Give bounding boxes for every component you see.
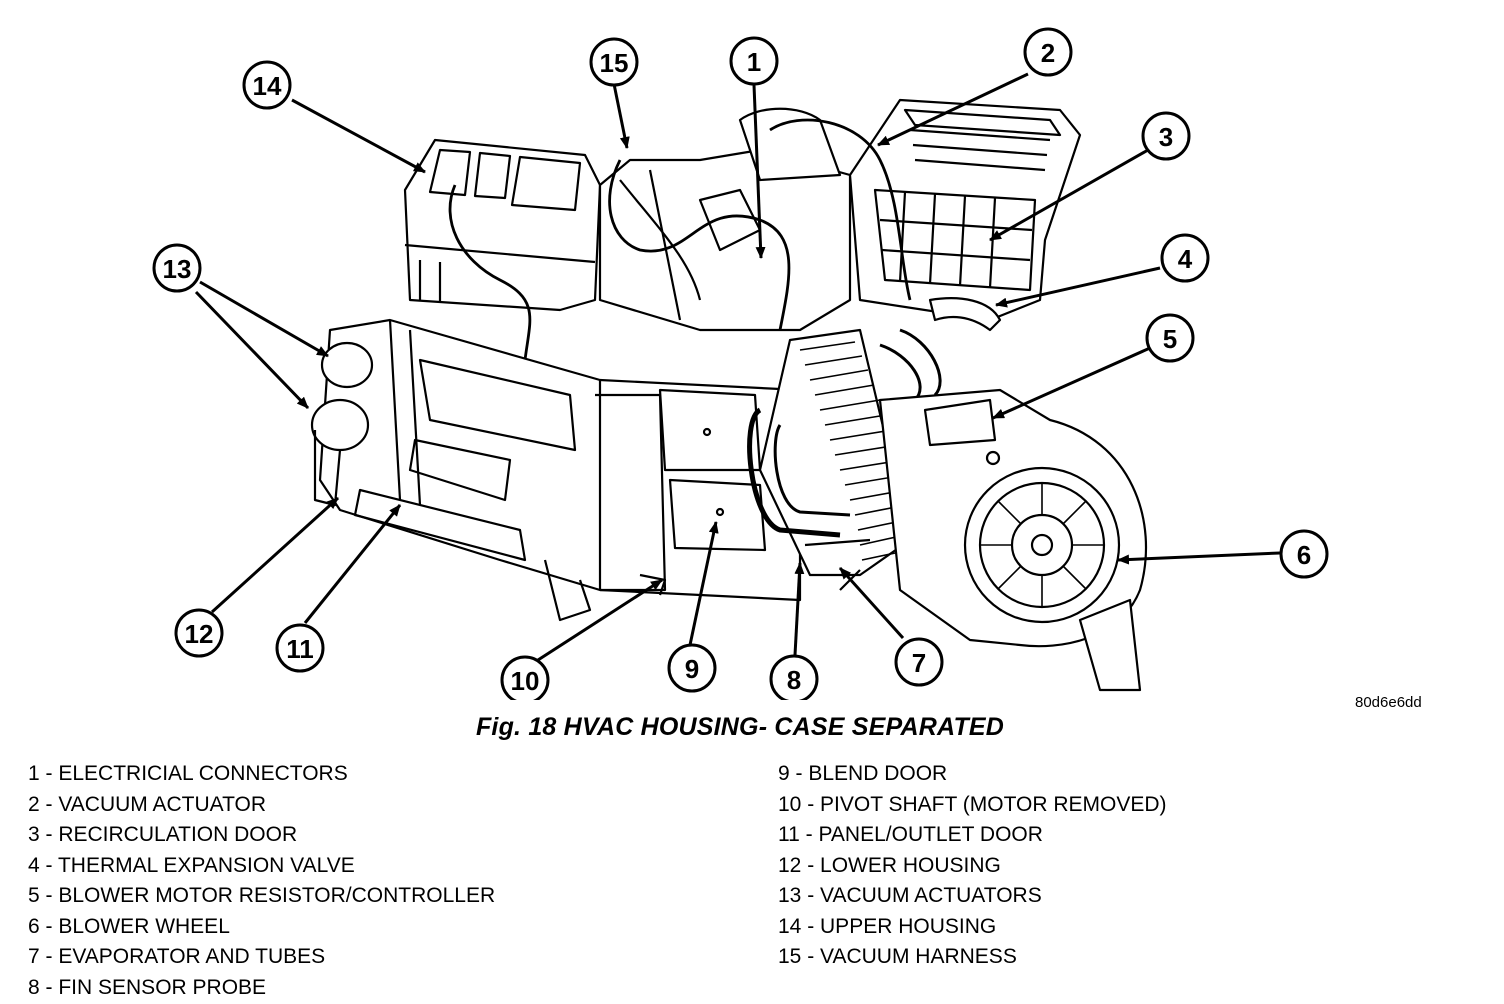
- callout-2-circle: [1023, 27, 1073, 77]
- callout-number: 11: [286, 634, 314, 664]
- legend-item: 2 - VACUUM ACTUATOR: [28, 792, 267, 816]
- callout-14-circle: [242, 60, 292, 110]
- legend-item: 1 - ELECTRICIAL CONNECTORS: [28, 762, 348, 785]
- legend-item: 3 - RECIRCULATION DOOR: [28, 823, 298, 846]
- hvac-housing-diagram: 1 2 3 4 5 6 7 8 9 10 11 12 13 14 15: [152, 27, 1329, 700]
- arrow-5: [992, 346, 1151, 420]
- arrow-9: [688, 521, 719, 646]
- callout-number: 4: [1178, 244, 1193, 274]
- legend-item: 7 - EVAPORATOR AND TUBES: [28, 945, 326, 968]
- legend-item: 5 - BLOWER MOTOR RESISTOR/CONTROLLER: [28, 884, 496, 907]
- arrow-3: [989, 148, 1149, 242]
- legend-item: 12 - LOWER HOUSING: [778, 853, 1001, 877]
- legend-item: 11 - PANEL/OUTLET DOOR: [778, 823, 1043, 846]
- callout-5-circle: [1145, 313, 1195, 363]
- callout-11-circle: [275, 623, 325, 673]
- legend-item: 10 - PIVOT SHAFT (MOTOR REMOVED): [778, 792, 1167, 816]
- callout-number: 9: [685, 654, 699, 684]
- arrow-1: [752, 84, 766, 259]
- arrow-11: [303, 504, 402, 624]
- callout-number: 8: [787, 665, 801, 695]
- callout-number: 7: [912, 648, 926, 678]
- callout-number: 12: [185, 619, 214, 649]
- upper-housing-drawing: [403, 98, 1082, 402]
- figure-code: 80d6e6dd: [1355, 694, 1422, 711]
- arrow-15: [612, 83, 630, 149]
- callout-number: 6: [1297, 540, 1311, 570]
- callout-9-circle: [667, 643, 717, 693]
- callout-number: 2: [1041, 38, 1055, 68]
- arrow-2: [877, 72, 1029, 147]
- legend-item: 6 - BLOWER WHEEL: [28, 914, 230, 938]
- legend-item: 13 - VACUUM ACTUATORS: [778, 884, 1042, 907]
- arrow-14: [291, 98, 426, 174]
- legend-item: 15 - VACUUM HARNESS: [778, 945, 1017, 968]
- lower-housing-drawing: [310, 318, 1148, 692]
- callout-13-circle: [152, 243, 202, 293]
- callout-15-circle: [589, 37, 639, 87]
- callout-10-circle: [500, 655, 550, 700]
- callout-circles: [152, 27, 1329, 700]
- legend-item: 8 - FIN SENSOR PROBE: [28, 975, 267, 999]
- callout-numbers: 1 2 3 4 5 6 7 8 9 10 11 12 13 14 15: [163, 38, 1312, 696]
- legend-left-column: 1 - ELECTRICIAL CONNECTORS 2 - VACUUM AC…: [28, 759, 495, 1003]
- callout-number: 15: [600, 48, 629, 78]
- arrow-13b: [194, 290, 310, 410]
- legend-item: 4 - THERMAL EXPANSION VALVE: [28, 853, 355, 877]
- leader-arrows: [194, 72, 1281, 662]
- callout-6-circle: [1279, 529, 1329, 579]
- legend-item: 14 - UPPER HOUSING: [778, 914, 997, 938]
- callout-number: 13: [163, 254, 192, 284]
- legend-right-column: 9 - BLEND DOOR 10 - PIVOT SHAFT (MOTOR R…: [778, 759, 1167, 973]
- callout-7-circle: [894, 637, 944, 687]
- callout-number: 5: [1163, 324, 1177, 354]
- callout-number: 3: [1159, 122, 1173, 152]
- arrow-12: [210, 496, 340, 614]
- figure-title: Fig. 18 HVAC HOUSING- CASE SEPARATED: [475, 713, 1005, 741]
- callout-number: 1: [747, 47, 761, 77]
- callout-4-circle: [1160, 233, 1210, 283]
- callout-number: 14: [253, 71, 282, 101]
- legend-item: 9 - BLEND DOOR: [778, 762, 948, 785]
- arrow-4: [995, 266, 1161, 308]
- arrow-10: [537, 578, 663, 662]
- callout-8-circle: [769, 654, 819, 700]
- arrow-8: [793, 562, 805, 656]
- arrow-6: [1117, 551, 1281, 565]
- callout-3-circle: [1141, 111, 1191, 161]
- callout-12-circle: [174, 608, 224, 658]
- arrow-13a: [199, 280, 329, 358]
- arrow-7: [838, 566, 905, 640]
- callout-1-circle: [729, 36, 779, 86]
- callout-number: 10: [511, 666, 540, 696]
